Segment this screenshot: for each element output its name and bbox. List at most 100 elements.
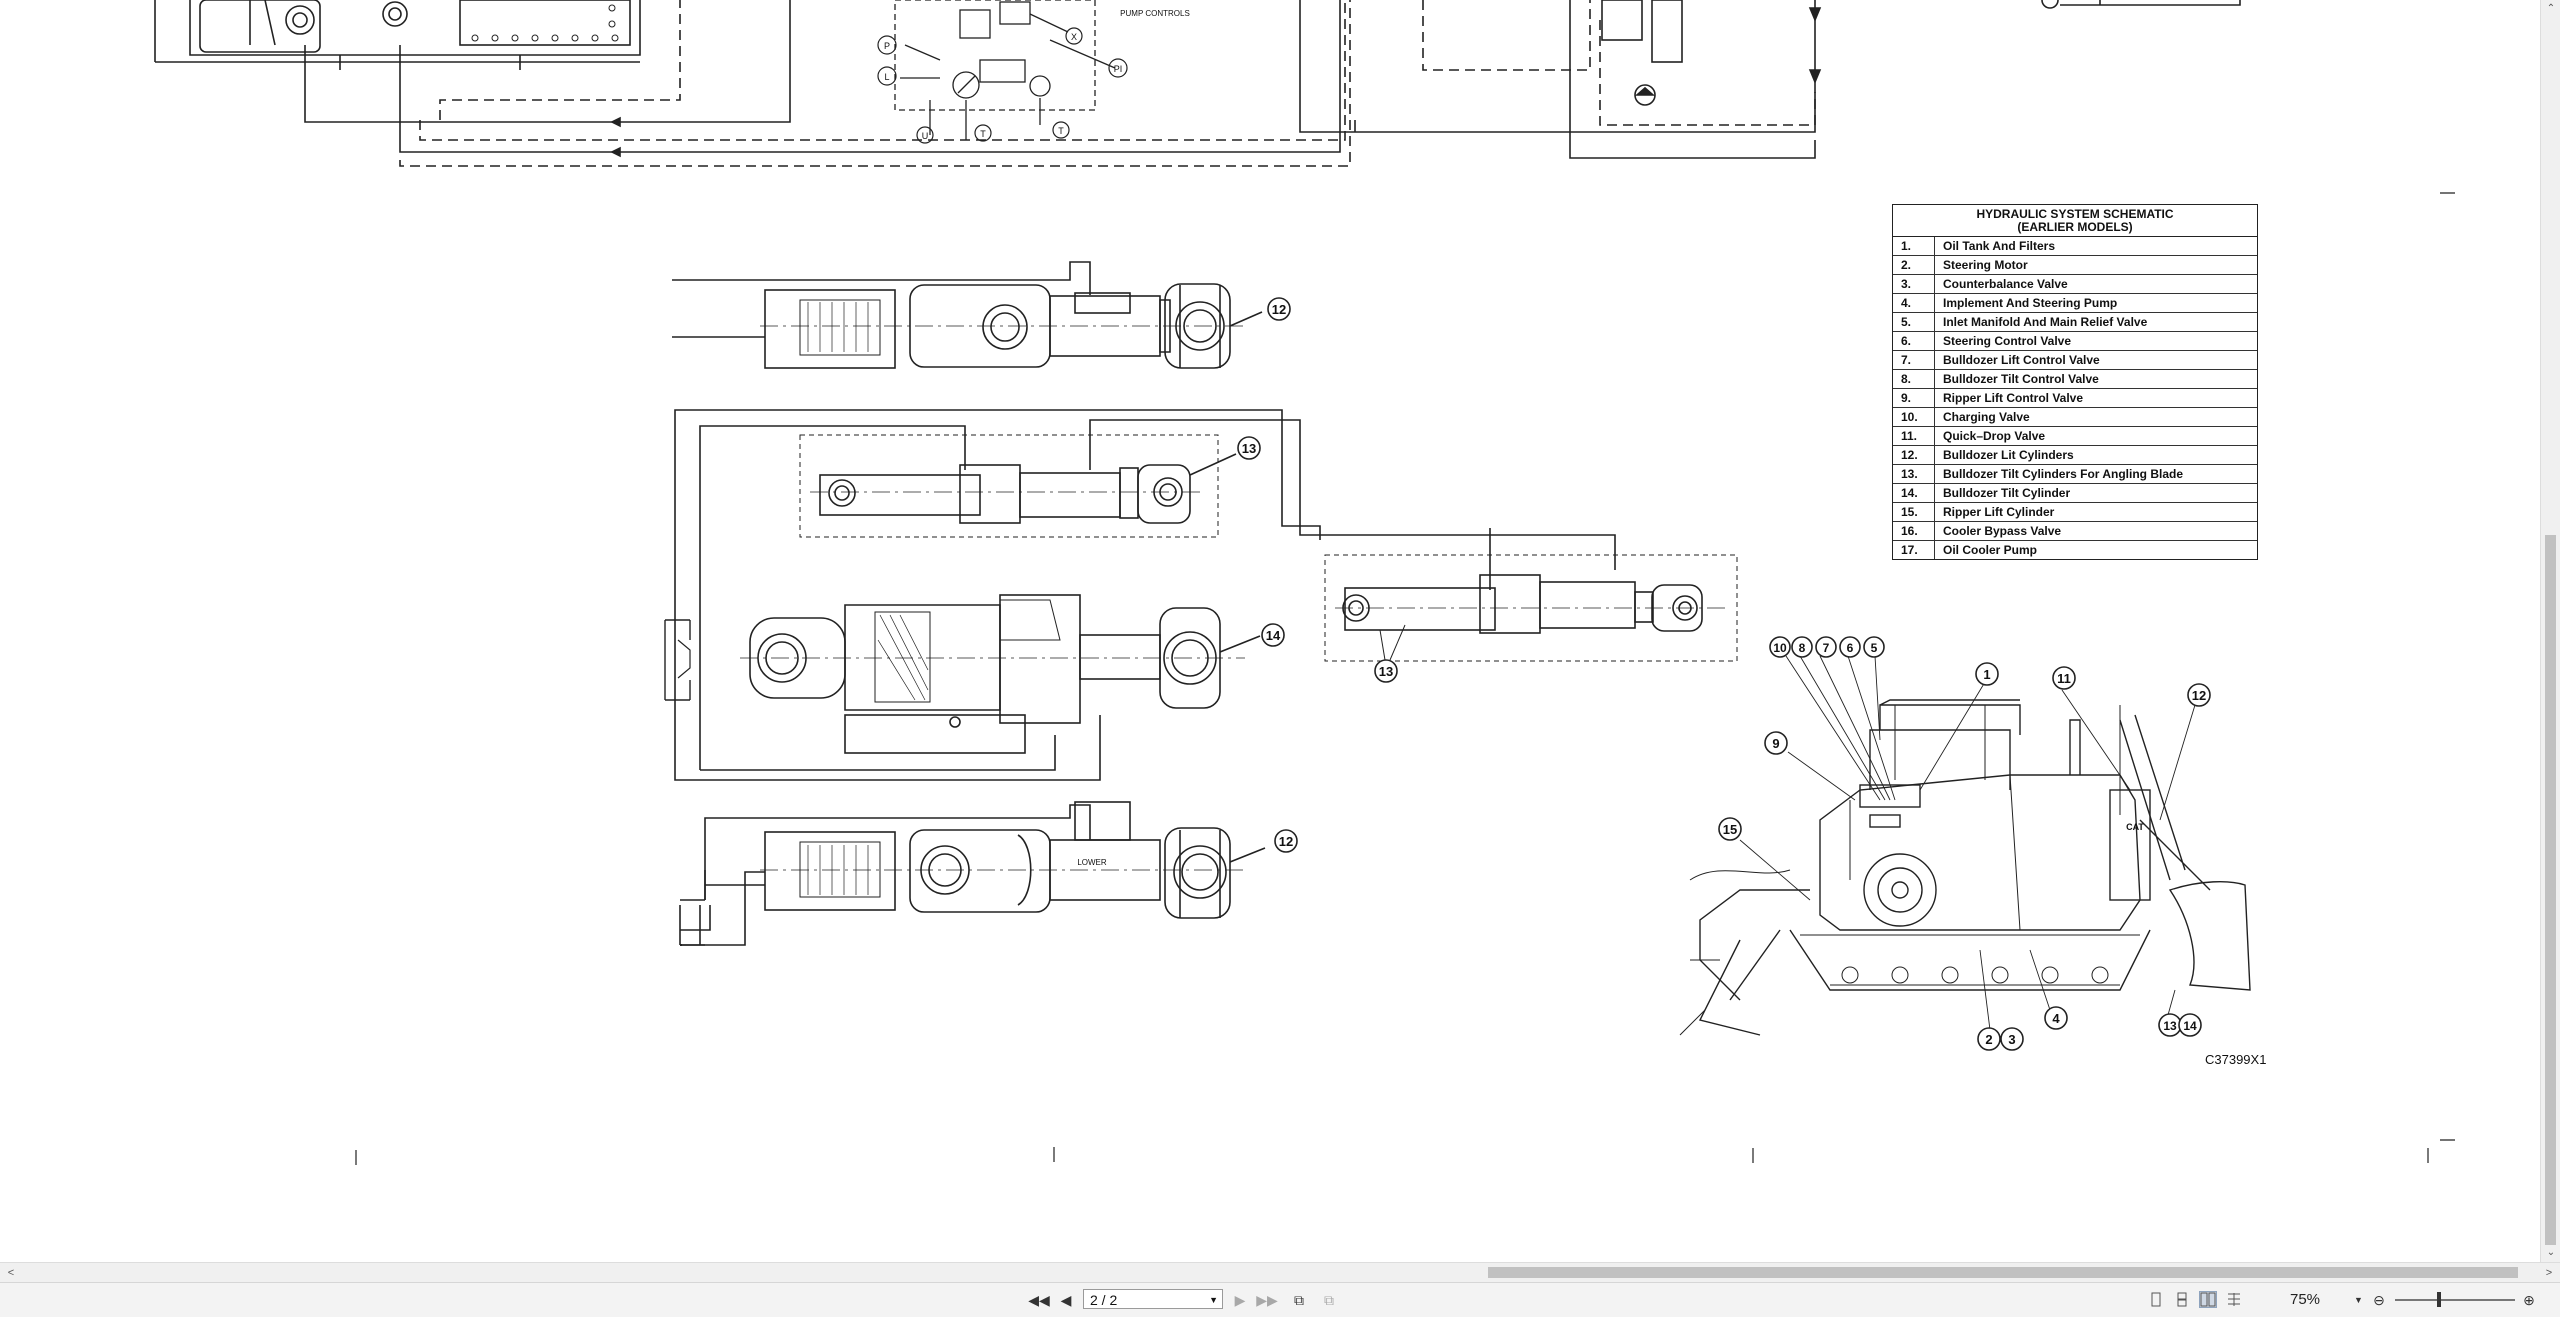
- callout-13-dozer: 13: [2163, 1019, 2177, 1033]
- legend-item-number: 5.: [1893, 313, 1935, 331]
- legend-row: 13.Bulldozer Tilt Cylinders For Angling …: [1893, 464, 2257, 483]
- continuous-view-icon[interactable]: [2174, 1292, 2190, 1307]
- legend-item-label: Steering Control Valve: [1943, 334, 2072, 348]
- legend-item-label: Oil Tank And Filters: [1943, 239, 2056, 253]
- two-page-continuous-icon[interactable]: [2226, 1292, 2242, 1307]
- legend-item-number: 3.: [1893, 275, 1935, 293]
- legend-item-label: Quick–Drop Valve: [1943, 429, 2046, 443]
- zoom-slider-track[interactable]: [2395, 1299, 2515, 1301]
- legend-table: HYDRAULIC SYSTEM SCHEMATIC (EARLIER MODE…: [1892, 204, 2258, 560]
- legend-row: 12.Bulldozer Lit Cylinders: [1893, 445, 2257, 464]
- scroll-right-icon[interactable]: >: [2545, 1267, 2553, 1279]
- callout-13-right: 13: [1379, 664, 1393, 679]
- legend-item-label: Bulldozer Lit Cylinders: [1943, 448, 2074, 462]
- horizontal-scrollbar[interactable]: < >: [0, 1262, 2560, 1283]
- bulldozer-tilt-cylinder: [664, 500, 1261, 781]
- zoom-slider-thumb[interactable]: [2437, 1292, 2441, 1307]
- legend-row: 15.Ripper Lift Cylinder: [1893, 502, 2257, 521]
- legend-item-number: 17.: [1893, 541, 1935, 559]
- legend-item-number: 8.: [1893, 370, 1935, 388]
- callout-1: 1: [1983, 667, 1990, 682]
- zoom-in-icon[interactable]: ⊕: [2523, 1292, 2535, 1308]
- legend-item-number: 1.: [1893, 237, 1935, 255]
- document-viewport[interactable]: 12 13 14 13 12 10 8 7 6 5 1 11 12 9 15 2…: [0, 0, 2540, 1262]
- single-page-view-icon[interactable]: [2148, 1292, 2164, 1307]
- two-page-view-icon[interactable]: [2199, 1291, 2217, 1308]
- callout-13-upper: 13: [1242, 441, 1256, 456]
- zoom-dropdown-icon[interactable]: ▼: [2354, 1295, 2363, 1305]
- legend-item-label: Charging Valve: [1943, 410, 2030, 424]
- bulldozer-tilt-cylinder-angling-upper: [674, 409, 1616, 770]
- legend-item-label: Counterbalance Valve: [1943, 277, 2068, 291]
- legend-row: 14.Bulldozer Tilt Cylinder: [1893, 483, 2257, 502]
- legend-row: 5.Inlet Manifold And Main Relief Valve: [1893, 312, 2257, 331]
- legend-item-number: 16.: [1893, 522, 1935, 540]
- bulldozer-lift-cylinder-bottom: [679, 801, 1266, 946]
- viewer-toolbar: ◀◀ ◀ 2 / 2 ▼ ▶ ▶▶ ⧉ ⧉ 75% ▼ ⊖ ⊕: [0, 1282, 2560, 1317]
- legend-row: 1. Oil Tank And Filters: [1893, 237, 2257, 255]
- next-page-icon[interactable]: ▶: [1234, 1292, 1246, 1308]
- figure-code: C37399X1: [2205, 1052, 2267, 1067]
- bulldozer-tilt-cylinder-angling-right: [1324, 554, 1738, 662]
- cat-logo-text: CAT: [2126, 822, 2144, 832]
- legend-item-label: Steering Motor: [1943, 258, 2028, 272]
- last-page-icon[interactable]: ▶▶: [1256, 1292, 1278, 1308]
- legend-item-label: Bulldozer Tilt Control Valve: [1943, 372, 2099, 386]
- legend-item-label: Ripper Lift Cylinder: [1943, 505, 2055, 519]
- callout-7: 7: [1823, 641, 1830, 655]
- legend-item-number: 10.: [1893, 408, 1935, 426]
- legend-item-label: Bulldozer Lift Control Valve: [1943, 353, 2100, 367]
- scroll-down-icon[interactable]: ⌄: [2546, 1247, 2556, 1258]
- previous-page-icon[interactable]: ◀: [1060, 1292, 1072, 1308]
- go-forward-view-icon[interactable]: ⧉: [1324, 1292, 1334, 1308]
- legend-item-number: 7.: [1893, 351, 1935, 369]
- callout-8: 8: [1799, 641, 1806, 655]
- callout-9: 9: [1772, 736, 1779, 751]
- legend-item-label: Cooler Bypass Valve: [1943, 524, 2062, 538]
- horizontal-scroll-thumb[interactable]: [1488, 1267, 2518, 1278]
- legend-item-label: Ripper Lift Control Valve: [1943, 391, 2084, 405]
- legend-item-number: 9.: [1893, 389, 1935, 407]
- page-number-value: 2 / 2: [1090, 1292, 1118, 1308]
- vertical-scrollbar[interactable]: ⌃ ⌄: [2540, 0, 2560, 1262]
- hydraulic-schematic-drawing: 12 13 14 13 12 10 8 7 6 5 1 11 12 9 15 2…: [154, 0, 2455, 1165]
- callout-5: 5: [1871, 641, 1878, 655]
- lower-label: LOWER: [1077, 858, 1107, 867]
- legend-item-number: 13.: [1893, 465, 1935, 483]
- callout-4: 4: [2052, 1011, 2060, 1026]
- vertical-scroll-thumb[interactable]: [2545, 535, 2556, 1245]
- port-l-label: L: [884, 72, 889, 82]
- port-t-label-b: T: [1058, 126, 1064, 136]
- port-p-label: P: [884, 41, 890, 51]
- legend-row: 4. Implement And Steering Pump: [1893, 293, 2257, 312]
- callout-12-dozer: 12: [2192, 688, 2206, 703]
- legend-row: 3. Counterbalance Valve: [1893, 274, 2257, 293]
- legend-row: 9. Ripper Lift Control Valve: [1893, 388, 2257, 407]
- legend-item-label: Bulldozer Tilt Cylinder: [1943, 486, 2071, 500]
- callout-11: 11: [2057, 671, 2071, 686]
- legend-item-number: 6.: [1893, 332, 1935, 350]
- go-back-view-icon[interactable]: ⧉: [1294, 1292, 1304, 1308]
- legend-row: 11.Quick–Drop Valve: [1893, 426, 2257, 445]
- legend-item-label: Oil Cooler Pump: [1943, 543, 2038, 557]
- chevron-down-icon[interactable]: ▼: [1209, 1295, 1218, 1305]
- callout-14-dozer: 14: [2183, 1019, 2197, 1033]
- port-u-label: U: [922, 131, 929, 141]
- legend-item-number: 4.: [1893, 294, 1935, 312]
- port-pi-label: PI: [1114, 64, 1123, 74]
- top-tank-assembly: [154, 0, 641, 70]
- first-page-icon[interactable]: ◀◀: [1028, 1292, 1050, 1308]
- legend-row: 17. Oil Cooler Pump: [1893, 540, 2257, 559]
- pump-controls-label: PUMP CONTROLS: [1120, 9, 1190, 18]
- scroll-up-icon[interactable]: ⌃: [2546, 3, 2556, 14]
- zoom-level[interactable]: 75%: [2290, 1291, 2321, 1308]
- zoom-out-icon[interactable]: ⊖: [2373, 1292, 2385, 1308]
- pump-controls-symbol: [894, 0, 1116, 140]
- port-t-label-a: T: [980, 129, 986, 139]
- scroll-left-icon[interactable]: <: [7, 1267, 15, 1279]
- callout-3: 3: [2008, 1032, 2015, 1047]
- legend-title: HYDRAULIC SYSTEM SCHEMATIC (EARLIER MODE…: [1893, 205, 2257, 237]
- legend-item-label: Implement And Steering Pump: [1943, 296, 2118, 310]
- callout-10: 10: [1773, 641, 1787, 655]
- page-number-input[interactable]: 2 / 2 ▼: [1083, 1289, 1223, 1309]
